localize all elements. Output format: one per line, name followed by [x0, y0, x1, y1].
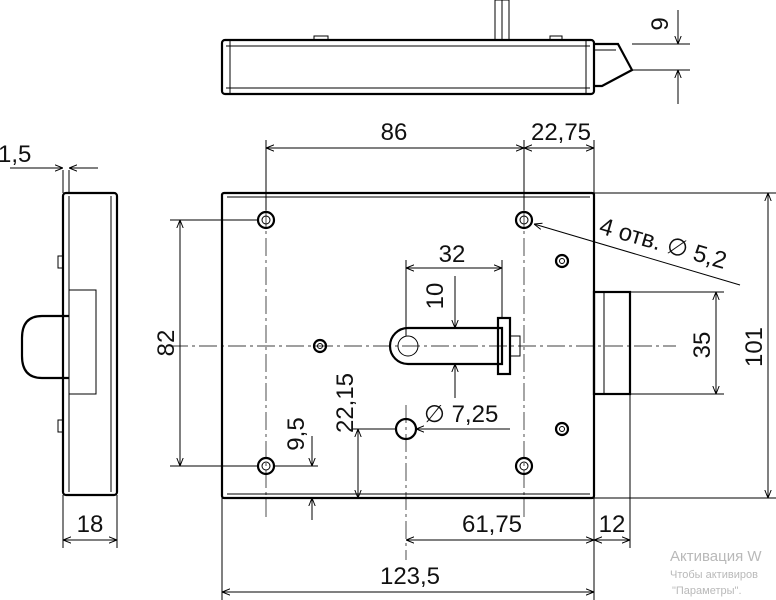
- dim-86: 86: [381, 119, 408, 146]
- dim-18: 18: [77, 511, 104, 538]
- dim-diameter-7-25: ∅ 7,25: [424, 401, 498, 428]
- activation-watermark-line2: "Параметры".: [672, 585, 742, 597]
- dim-22-75: 22,75: [531, 119, 591, 146]
- top-view: [220, 0, 690, 104]
- side-view: [10, 168, 119, 548]
- dim-1-5: 1,5: [0, 141, 31, 168]
- front-view-body: [220, 191, 596, 500]
- side-view-bolt-plate: [68, 289, 97, 395]
- rivet: [554, 421, 570, 437]
- top-view-body: [220, 38, 596, 96]
- dim-32: 32: [439, 241, 466, 268]
- dim-9-5: 9,5: [283, 417, 310, 450]
- dim-22-15: 22,15: [332, 373, 359, 433]
- front-view-bolt: [592, 290, 632, 396]
- activation-watermark-line1: Чтобы активиров: [670, 569, 758, 581]
- dim-123-5: 123,5: [380, 563, 440, 590]
- dim-82: 82: [153, 330, 180, 357]
- dim-12: 12: [599, 511, 626, 538]
- rivet: [312, 338, 328, 354]
- side-view-latch: [20, 314, 69, 380]
- dim-10: 10: [422, 283, 449, 310]
- rivet: [554, 253, 570, 269]
- front-view: [170, 180, 676, 560]
- mounting-hole: [514, 210, 534, 230]
- side-view-body: [61, 191, 119, 497]
- dim-9: 9: [647, 17, 674, 30]
- dim-61-75: 61,75: [462, 511, 522, 538]
- front-dimensions: [170, 140, 776, 600]
- mounting-hole: [514, 456, 534, 476]
- activation-watermark-title: Активация W: [670, 548, 762, 565]
- dim-101: 101: [741, 327, 768, 367]
- dim-35: 35: [689, 332, 716, 359]
- slot: [388, 326, 504, 366]
- holes-note: 4 отв. ∅ 5,2: [596, 213, 729, 275]
